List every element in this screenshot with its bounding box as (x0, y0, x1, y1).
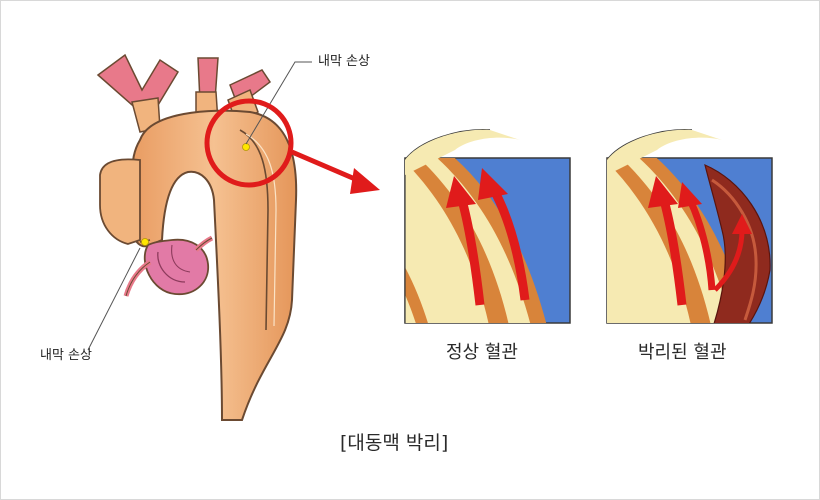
tear-marker-bottom-icon (142, 239, 149, 246)
diagram-caption: [대동맥 박리] (340, 428, 448, 455)
normal-vessel-label: 정상 혈관 (446, 338, 518, 364)
normal-vessel-inset (280, 110, 570, 330)
tear-marker-top-icon (243, 144, 250, 151)
heart (126, 238, 212, 296)
intimal-tear-label-bottom: 내막 손상 (40, 344, 92, 363)
pointer-arrow-icon (292, 152, 362, 182)
dissected-vessel-label: 박리된 혈관 (638, 338, 727, 364)
intimal-tear-label-top: 내막 손상 (318, 50, 370, 69)
dissected-vessel-inset (542, 110, 772, 330)
leader-line-bottom (88, 248, 140, 350)
aortic-root (100, 159, 140, 244)
